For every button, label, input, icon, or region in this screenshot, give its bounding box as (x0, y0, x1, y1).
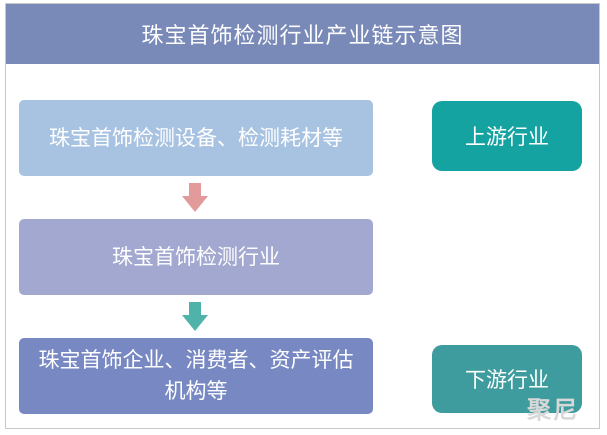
down-arrow-icon (182, 183, 208, 212)
middle-chain-text: 珠宝首饰检测行业 (112, 244, 280, 269)
diagram-title: 珠宝首饰检测行业产业链示意图 (141, 24, 464, 49)
downstream-chain-box: 珠宝首饰企业、消费者、资产评估机构等 (19, 338, 373, 414)
upstream-label: 上游行业 (432, 101, 582, 171)
middle-chain-box: 珠宝首饰检测行业 (19, 219, 373, 295)
upstream-chain-box: 珠宝首饰检测设备、检测耗材等 (19, 100, 373, 176)
upstream-chain-text: 珠宝首饰检测设备、检测耗材等 (49, 125, 343, 150)
watermark: 聚尼 (527, 396, 579, 424)
down-arrow-icon (182, 302, 208, 331)
title-bar: 珠宝首饰检测行业产业链示意图 (6, 4, 599, 64)
downstream-label: 下游行业 (432, 345, 582, 413)
downstream-label-text: 下游行业 (465, 368, 549, 392)
upstream-label-text: 上游行业 (465, 125, 549, 149)
downstream-chain-text: 珠宝首饰企业、消费者、资产评估机构等 (38, 348, 354, 403)
